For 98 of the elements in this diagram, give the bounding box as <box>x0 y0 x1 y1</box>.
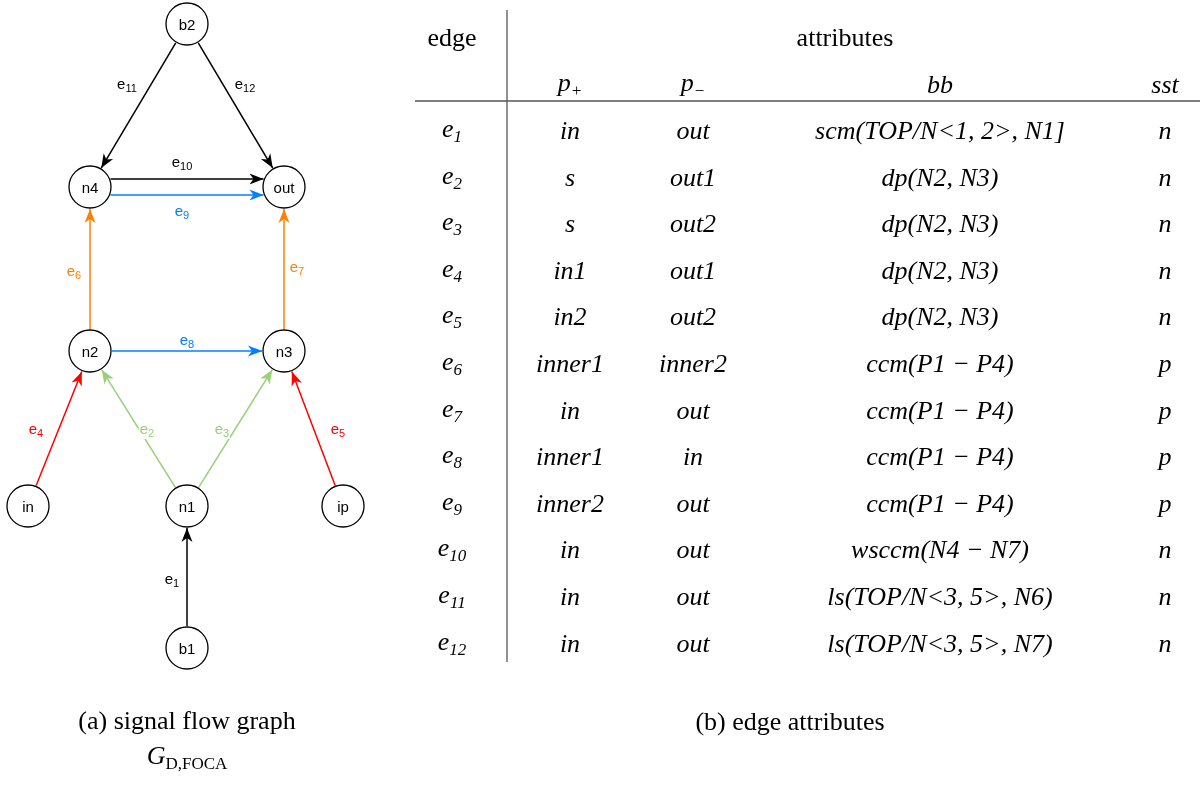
table-cell: p <box>1158 442 1172 472</box>
table-cell: dp(N2, N3) <box>881 303 999 332</box>
arrow <box>111 345 263 357</box>
arrow <box>84 208 96 330</box>
table-cell: n <box>1158 116 1172 146</box>
table-cell: in <box>682 442 704 472</box>
node-circle <box>6 484 50 528</box>
node-label: ip <box>337 497 349 515</box>
table-cell: out2 <box>669 303 717 332</box>
node-label: n2 <box>81 342 99 360</box>
column-header: attributes <box>796 23 894 53</box>
table-cell: s <box>564 209 576 239</box>
table-cell: e$_{2}$ <box>442 161 462 194</box>
table-cell: p <box>1158 396 1172 425</box>
arrow <box>278 208 290 330</box>
table-cell: e$_{1}$ <box>442 115 462 147</box>
table-cell: inner1 <box>536 442 604 472</box>
table-cell: n <box>1158 209 1172 239</box>
table-cell: out <box>676 582 710 612</box>
table-cell: in <box>559 116 581 146</box>
arrow <box>100 368 177 489</box>
table-cell: p <box>1158 489 1172 519</box>
table-cell: ccm(P1 − P4) <box>866 349 1014 379</box>
node-label: in <box>22 497 34 515</box>
table-cell: s <box>564 163 576 192</box>
arrow <box>197 368 274 489</box>
node-label: b1 <box>178 639 196 657</box>
table-cell: e$_{11}$ <box>438 581 466 613</box>
table-cell: ls(TOP/N<3, 5>, N7) <box>827 629 1053 658</box>
table-cell: out1 <box>669 163 717 192</box>
table-cell: dp(N2, N3) <box>881 256 999 286</box>
table-cell: e$_{12}$ <box>437 627 467 660</box>
column-header: edge <box>427 23 477 53</box>
table-cell: out <box>676 396 710 425</box>
node-circle <box>262 329 306 373</box>
node-circle <box>165 626 209 670</box>
table-cell: n <box>1158 582 1172 612</box>
table-cell: dp(N2, N3) <box>881 209 999 239</box>
table-cell: e$_{7}$ <box>442 394 462 427</box>
table-cell: ccm(P1 − P4) <box>866 396 1014 425</box>
table-cell: n <box>1158 256 1172 286</box>
table-cell: e$_{5}$ <box>442 301 462 334</box>
table-cell: in2 <box>553 303 587 332</box>
node-circle <box>321 484 365 528</box>
node-circle <box>165 484 209 528</box>
node-circle <box>68 329 112 373</box>
arrow <box>109 189 265 201</box>
table-cell: inner2 <box>659 349 727 379</box>
table-cell: dp(N2, N3) <box>881 163 999 192</box>
table-cell: e$_{3}$ <box>442 208 462 241</box>
node-label: n4 <box>81 178 99 196</box>
column-header: p$_{−}$ <box>680 69 706 101</box>
node-label: b2 <box>178 15 196 33</box>
table-cell: in <box>559 629 581 658</box>
arrow <box>109 173 265 185</box>
table-cell: n <box>1158 163 1172 192</box>
figure-caption: (b) edge attributes <box>695 707 885 737</box>
node-circle <box>68 165 112 209</box>
table-cell: e$_{9}$ <box>442 487 462 520</box>
node-circle <box>262 165 306 209</box>
column-header: p$_{+}$ <box>557 69 583 101</box>
node-circle <box>165 2 209 46</box>
table-cell: ls(TOP/N<3, 5>, N6) <box>827 582 1053 612</box>
table-cell: out <box>676 116 710 146</box>
table-cell: e$_{8}$ <box>442 441 462 474</box>
table-cell: e$_{10}$ <box>437 534 467 567</box>
arrow <box>291 370 336 487</box>
table-cell: inner2 <box>536 489 604 519</box>
table-cell: ccm(P1 − P4) <box>866 489 1014 519</box>
arrow <box>181 527 193 627</box>
figure-caption: (a) signal flow graph G$_{D,FOCA}$ <box>77 705 297 776</box>
arrow <box>100 42 177 169</box>
table-cell: p <box>1158 349 1172 379</box>
table-cell: out2 <box>669 209 717 239</box>
table-cell: in <box>559 582 581 612</box>
node-label: n1 <box>178 497 196 515</box>
table-cell: out1 <box>669 256 717 286</box>
column-header: bb <box>927 70 953 100</box>
node-label: n3 <box>275 342 293 360</box>
table-cell: out <box>676 489 710 519</box>
table-cell: in <box>559 536 581 565</box>
table-cell: e$_{4}$ <box>442 254 462 287</box>
table-cell: scm(TOP/N<1, 2>, N1] <box>815 116 1065 146</box>
arrow <box>197 42 274 169</box>
table-cell: in1 <box>553 256 587 286</box>
table-cell: ccm(P1 − P4) <box>866 442 1014 472</box>
table-cell: n <box>1158 536 1172 565</box>
column-header: sst <box>1151 70 1179 100</box>
table-cell: in <box>559 396 581 425</box>
table-cell: out <box>676 536 710 565</box>
node-label: out <box>273 178 295 196</box>
table-cell: e$_{6}$ <box>442 348 462 380</box>
table-cell: n <box>1158 303 1172 332</box>
table-cell: n <box>1158 629 1172 658</box>
table-cell: inner1 <box>536 349 604 379</box>
table-cell: out <box>676 629 710 658</box>
table-cell: wsccm(N4 − N7) <box>851 536 1029 565</box>
arrow <box>35 370 83 487</box>
